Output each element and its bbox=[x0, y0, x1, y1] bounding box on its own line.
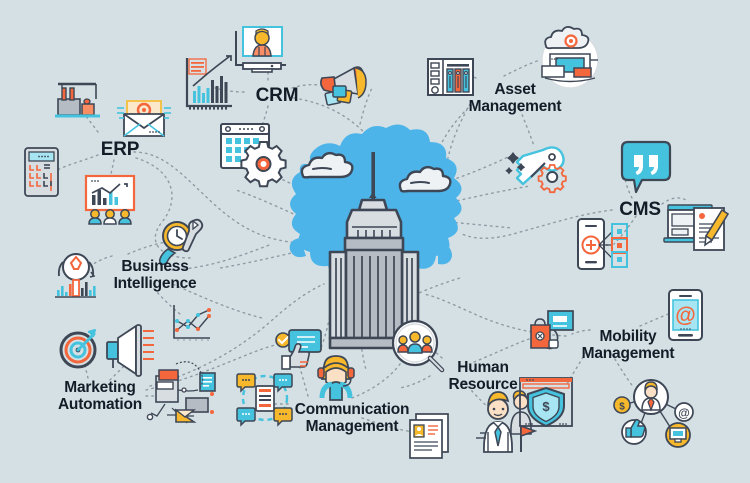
label-erp: ERP bbox=[85, 139, 155, 161]
label-communication-management-line1: Communication bbox=[294, 401, 410, 418]
factory-icon bbox=[55, 82, 100, 118]
pencil-icon bbox=[704, 208, 730, 247]
server-rack-icon bbox=[427, 58, 474, 96]
bar-chart-growth-icon bbox=[185, 55, 232, 110]
id-documents-icon bbox=[409, 413, 449, 459]
line-graph-icon bbox=[173, 305, 211, 341]
automation-flow-icon bbox=[146, 361, 216, 424]
gear-shape bbox=[240, 141, 287, 188]
thumbs-up-badge bbox=[621, 418, 647, 445]
lightbulb-analytics-icon bbox=[55, 253, 96, 298]
label-business-intelligence: Business Intelligence bbox=[85, 258, 225, 292]
cloud-devices-icon bbox=[541, 26, 599, 89]
label-asset-management: Asset Management bbox=[445, 81, 585, 115]
shopping-bag-screen-icon bbox=[530, 310, 574, 350]
label-asset-management-line2: Management bbox=[468, 97, 562, 115]
gear-shape bbox=[537, 164, 567, 194]
label-mobility-management-line1: Mobility bbox=[599, 328, 657, 345]
svg-text:$: $ bbox=[619, 402, 625, 413]
key-gear-icon bbox=[505, 146, 567, 194]
quote-bubble-icon bbox=[620, 140, 672, 194]
label-cms: CMS bbox=[600, 199, 680, 221]
label-marketing-automation-line2: Automation bbox=[57, 395, 143, 413]
mobile-qr-icon bbox=[577, 218, 628, 270]
headset-agent-icon bbox=[317, 355, 355, 401]
label-business-intelligence-line1: Business bbox=[121, 258, 189, 275]
social-profile-network-icon: $ @ bbox=[613, 379, 694, 448]
label-asset-management-line1: Asset bbox=[494, 81, 536, 98]
svg-text:$: $ bbox=[542, 399, 550, 414]
label-crm: CRM bbox=[232, 85, 322, 107]
svg-text:@: @ bbox=[675, 304, 695, 327]
employee-front bbox=[483, 391, 513, 453]
calculator-icon bbox=[24, 147, 59, 197]
label-human-resource-line2: Resource bbox=[448, 375, 518, 393]
chat-thumbsup-icon bbox=[275, 329, 322, 370]
chat-bubbles bbox=[236, 373, 293, 427]
dollar-shield-icon: $ bbox=[519, 377, 573, 428]
smartphone-at-icon: @ bbox=[668, 289, 703, 341]
message-network-icon bbox=[236, 373, 293, 427]
monitor-badge bbox=[665, 422, 691, 448]
label-crm-line1: CRM bbox=[255, 85, 299, 106]
employees-flag-icon bbox=[476, 390, 538, 453]
cloud-left bbox=[300, 151, 354, 179]
target-arrow-icon bbox=[59, 329, 97, 369]
svg-text:@: @ bbox=[678, 406, 690, 420]
cloud-right bbox=[398, 165, 452, 193]
flag-icon bbox=[520, 424, 538, 452]
coin-dollar-badge: $ bbox=[613, 396, 631, 414]
label-human-resource: Human Resource bbox=[428, 359, 538, 393]
label-communication-management-line2: Management bbox=[305, 417, 399, 435]
label-marketing-automation: Marketing Automation bbox=[30, 379, 170, 413]
label-communication-management: Communication Management bbox=[277, 401, 427, 435]
label-mobility-management: Mobility Management bbox=[558, 328, 698, 362]
monitor-user-icon bbox=[235, 26, 286, 73]
calendar-gear-icon bbox=[220, 123, 287, 188]
megaphone-cards-icon bbox=[320, 66, 367, 106]
at-badge: @ bbox=[674, 402, 694, 422]
label-erp-line1: ERP bbox=[100, 139, 140, 160]
label-human-resource-line1: Human bbox=[457, 359, 509, 376]
chart-team-icon bbox=[84, 174, 136, 225]
label-cms-line1: CMS bbox=[619, 199, 661, 220]
label-business-intelligence-line2: Intelligence bbox=[113, 274, 197, 292]
bullhorn-icon bbox=[106, 324, 154, 377]
people-search-icon bbox=[391, 319, 445, 373]
label-mobility-management-line2: Management bbox=[581, 344, 675, 362]
label-marketing-automation-line1: Marketing bbox=[64, 379, 136, 396]
clock-wrench-icon bbox=[158, 218, 204, 266]
document-edit-icon bbox=[663, 204, 730, 251]
email-gear-icon bbox=[117, 100, 171, 137]
